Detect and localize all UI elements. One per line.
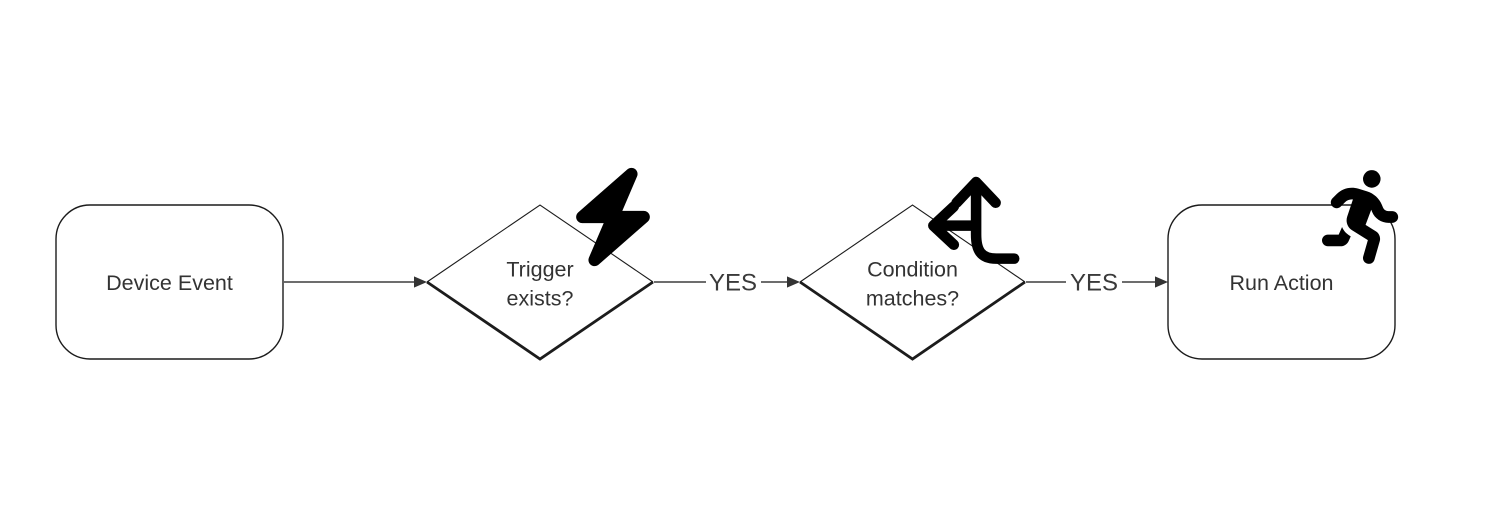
node-label: Run Action (1230, 271, 1334, 295)
node-device-event: Device Event (55, 204, 284, 360)
edge-label-yes-2: YES (1070, 270, 1118, 297)
edge-condition-matches-to-run-action: YES (1026, 270, 1168, 297)
arrowhead-icon (414, 276, 427, 288)
trigger-diamond-bottom-edges (426, 280, 654, 361)
node-label: Device Event (106, 271, 233, 295)
trigger-diamond-top-edges (426, 204, 654, 283)
person-running-icon (1322, 170, 1399, 264)
edge-label-yes-1: YES (709, 270, 757, 297)
arrows-split-up-and-left-icon (928, 176, 1020, 264)
node-run-action: Run Action (1167, 170, 1399, 360)
node-label-line2: exists? (507, 287, 574, 311)
edge-trigger-exists-to-condition-matches: YES (654, 270, 800, 297)
node-condition-matches: Condition matches? (799, 176, 1026, 361)
node-label-line1: Trigger (506, 258, 573, 282)
condition-diamond-bottom-edges (799, 280, 1026, 361)
node-label-line2: matches? (866, 287, 959, 311)
bolt-icon (576, 167, 650, 267)
edge-device-event-to-trigger-exists (284, 276, 427, 288)
node-label-line1: Condition (867, 258, 958, 282)
device-event-box (55, 204, 284, 360)
arrowhead-icon (787, 276, 800, 288)
arrowhead-icon (1155, 276, 1168, 288)
node-trigger-exists: Trigger exists? (426, 167, 654, 361)
